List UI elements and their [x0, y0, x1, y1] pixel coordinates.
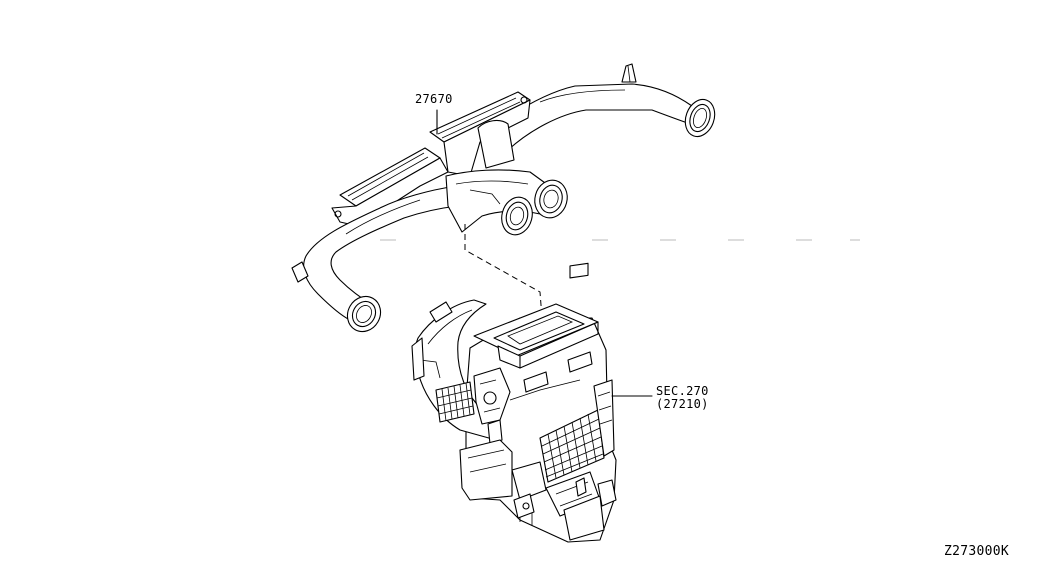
blower-grille-lines	[436, 382, 474, 422]
connection-dashed-line	[464, 224, 543, 319]
center-vent-body	[445, 169, 568, 236]
heater-unit	[411, 262, 617, 543]
duct-assembly	[291, 63, 716, 333]
duct-left-arm	[291, 185, 459, 333]
heater-core-grille-lines	[541, 413, 604, 479]
part-number-label: 27670	[415, 92, 453, 106]
section-sub-reference-label: (27210)	[656, 397, 709, 411]
section-reference-label: SEC.270	[656, 384, 709, 398]
duct-right-arm	[491, 63, 716, 151]
diagram-code-label: Z273000K	[944, 544, 1010, 559]
defroster-plates	[331, 91, 531, 227]
